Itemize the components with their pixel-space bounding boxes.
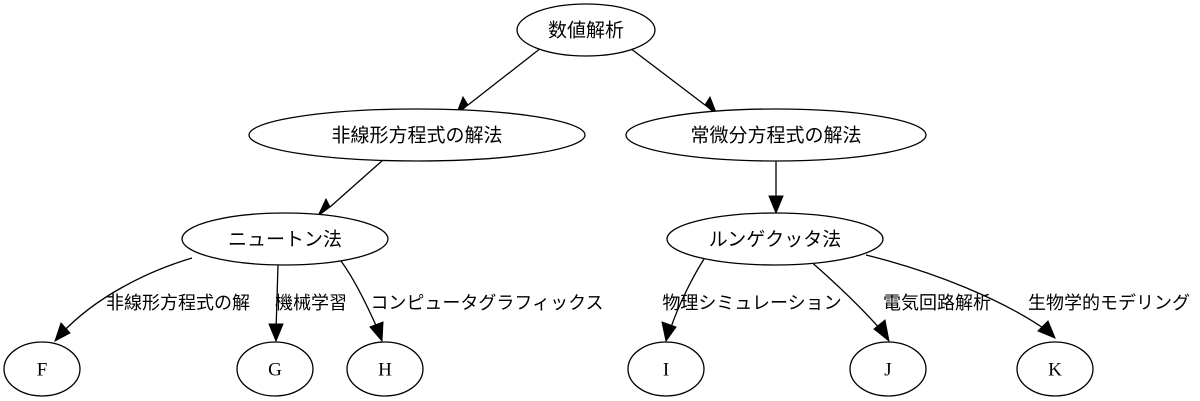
- node-runge-kutta-method[interactable]: ルンゲクッタ法: [666, 212, 884, 266]
- node-shape-ellipse[interactable]: [248, 108, 586, 162]
- edge-label-runge-J: 電気回路解析: [883, 293, 991, 313]
- edge-line: [669, 258, 705, 331]
- edge-line: [61, 257, 193, 334]
- node-label-newton-method: ニュートン法: [228, 229, 342, 251]
- edge-label-runge-I: 物理シミュレーション: [662, 293, 841, 313]
- node-label-f: F: [37, 360, 48, 381]
- edge-runge-K: [865, 254, 1056, 339]
- edge-newton-F: [54, 257, 193, 343]
- node-label-j: J: [884, 360, 891, 381]
- node-shape-ellipse[interactable]: [3, 341, 81, 397]
- node-f[interactable]: F: [3, 341, 81, 397]
- node-shape-ellipse[interactable]: [627, 341, 705, 397]
- node-root[interactable]: 数値解析: [516, 3, 656, 57]
- node-shape-ellipse[interactable]: [236, 341, 314, 397]
- edge-group: [54, 47, 1056, 343]
- edge-ode-runge: [768, 161, 784, 215]
- node-shape-ellipse[interactable]: [666, 212, 884, 266]
- edge-runge-I: [661, 258, 705, 343]
- edge-label-newton-F: 非線形方程式の解: [106, 293, 250, 313]
- arrow-head-icon: [768, 195, 784, 215]
- node-nonlinear-equations[interactable]: 非線形方程式の解法: [248, 108, 586, 162]
- arrow-head-icon: [1037, 320, 1056, 339]
- node-k[interactable]: K: [1016, 341, 1094, 397]
- edge-line: [629, 47, 706, 106]
- node-label-nonlinear-equations: 非線形方程式の解法: [331, 125, 502, 147]
- node-j[interactable]: J: [849, 341, 927, 397]
- edge-label-newton-G: 機械学習: [275, 293, 347, 313]
- arrow-head-icon: [268, 323, 284, 343]
- edge-newton-G: [268, 264, 284, 343]
- node-label-runge-kutta-method: ルンゲクッタ法: [709, 229, 842, 251]
- arrow-head-icon: [704, 95, 718, 116]
- edge-root-ode: [629, 47, 718, 116]
- arrow-head-icon: [369, 321, 384, 343]
- arrow-head-icon: [54, 322, 71, 343]
- arrow-head-icon: [661, 321, 677, 343]
- edge-line: [275, 264, 279, 332]
- node-label-k: K: [1048, 360, 1062, 381]
- node-shape-ellipse[interactable]: [1016, 341, 1094, 397]
- edge-newton-H: [340, 260, 384, 343]
- node-newton-method[interactable]: ニュートン法: [181, 212, 389, 266]
- node-label-g: G: [268, 360, 282, 381]
- node-shape-ellipse[interactable]: [849, 341, 927, 397]
- node-label-i: I: [663, 360, 669, 381]
- edge-line: [340, 260, 379, 331]
- edge-root-nonlin: [455, 47, 542, 116]
- edge-label-newton-H: コンピュータグラフィックス: [370, 293, 603, 313]
- node-label-ordinary-differential-equations: 常微分方程式の解法: [690, 125, 861, 147]
- edge-runge-J: [807, 258, 890, 343]
- arrow-head-icon: [873, 319, 890, 343]
- arrow-head-icon: [317, 197, 331, 217]
- edge-line: [329, 159, 384, 208]
- node-shape-ellipse[interactable]: [346, 341, 424, 397]
- node-shape-ellipse[interactable]: [625, 108, 927, 162]
- edge-label-runge-K: 生物学的モデリング: [1028, 293, 1190, 313]
- node-shape-ellipse[interactable]: [181, 212, 389, 266]
- edge-line: [467, 47, 542, 106]
- node-ordinary-differential-equations[interactable]: 常微分方程式の解法: [625, 108, 927, 162]
- node-i[interactable]: I: [627, 341, 705, 397]
- node-h[interactable]: H: [346, 341, 424, 397]
- edge-line: [807, 258, 882, 331]
- node-shape-ellipse[interactable]: [516, 3, 656, 57]
- edge-line: [865, 254, 1047, 331]
- edge-label-group: 非線形方程式の解 機械学習 コンピュータグラフィックス 物理シミュレーション 電…: [106, 293, 1190, 313]
- node-g[interactable]: G: [236, 341, 314, 397]
- node-label-h: H: [378, 360, 392, 381]
- edge-nonlin-newton: [317, 159, 384, 217]
- node-group: 数値解析 非線形方程式の解法 常微分方程式の解法 ニュートン法 ルンゲクッタ法: [3, 3, 1094, 397]
- node-label-root: 数値解析: [548, 20, 624, 42]
